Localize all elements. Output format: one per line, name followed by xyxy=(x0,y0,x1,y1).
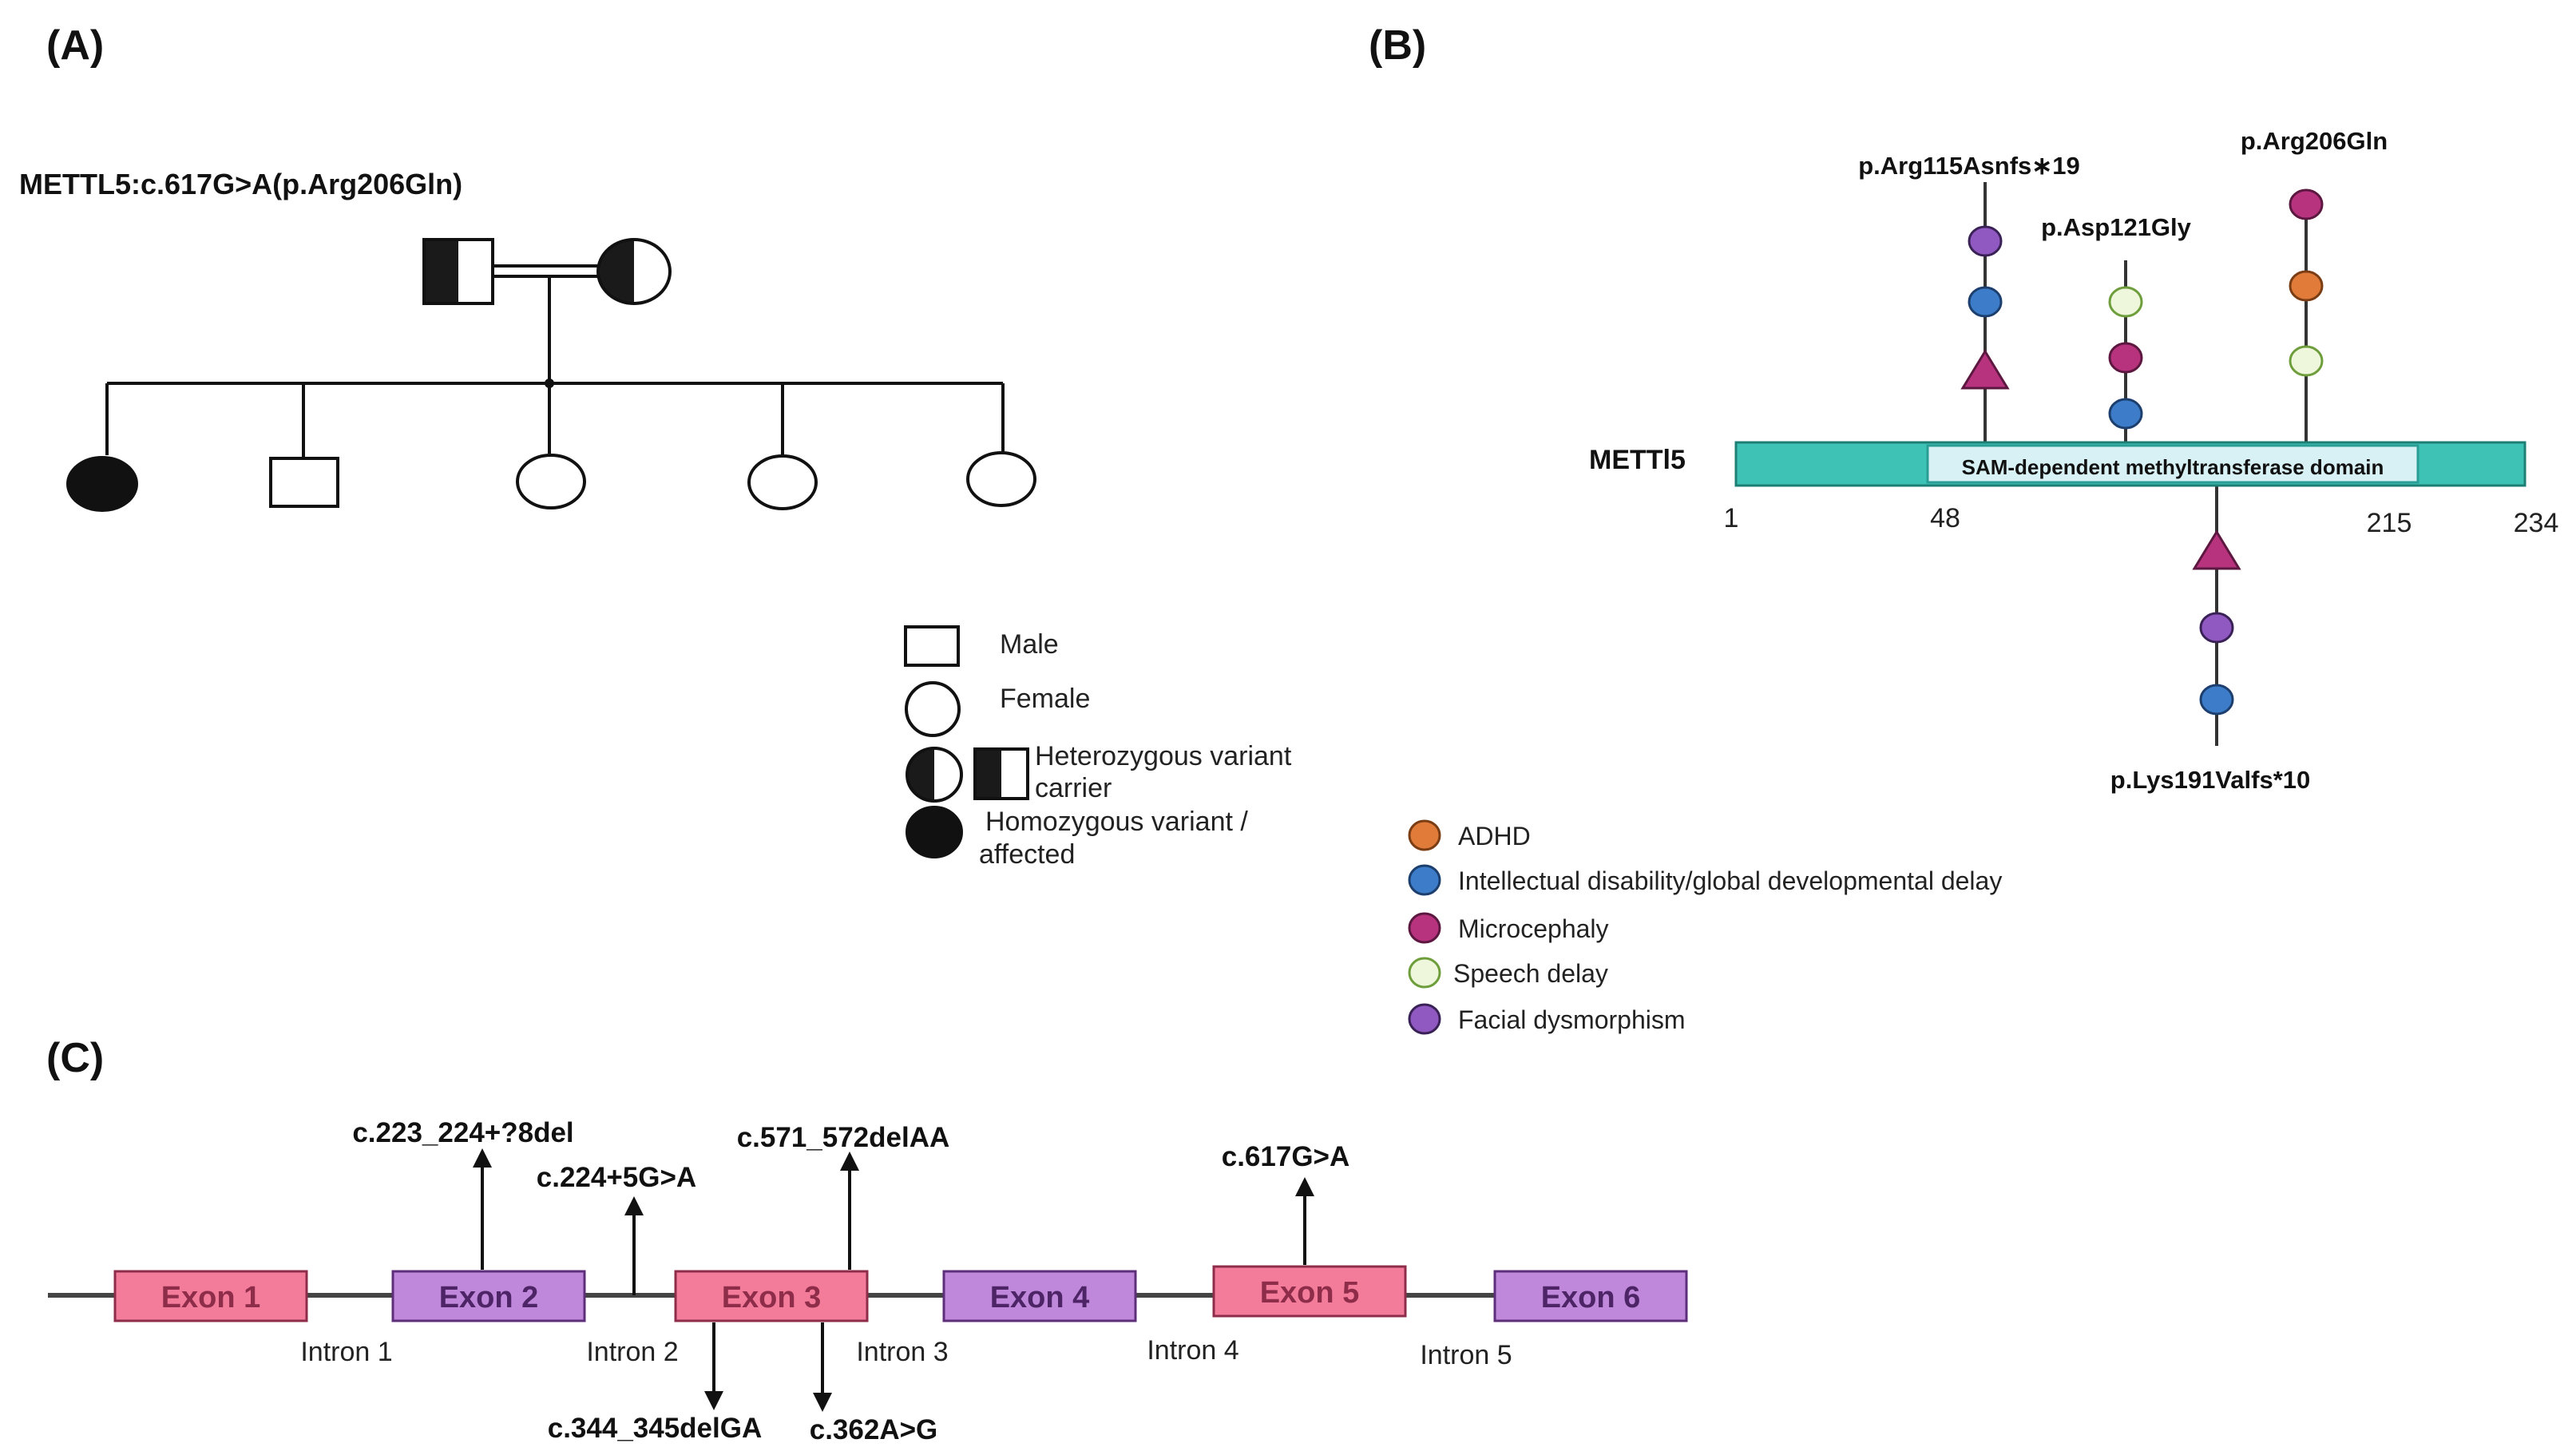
variant-c224-label: c.224+5G>A xyxy=(537,1162,696,1193)
variant-label-arg115: p.Arg115Asnfs∗19 xyxy=(1858,152,2080,180)
position-label-1: 1 xyxy=(1724,503,1739,533)
legend-heterozygous-female-symbol xyxy=(906,747,963,803)
legend-heterozygous-male-symbol xyxy=(973,747,1029,800)
legend-female-label: Female xyxy=(1000,684,1090,714)
marker-facial-dysmorphism xyxy=(1968,225,2003,257)
legend-adhd-label: ADHD xyxy=(1458,822,1531,850)
domain-label: SAM-dependent methyltransferase domain xyxy=(1962,455,2384,479)
exon-4-label: Exon 4 xyxy=(990,1281,1090,1314)
exon-6-box xyxy=(1493,1270,1688,1322)
panel-b-label: (B) xyxy=(1369,22,1426,69)
intron-5-label: Intron 5 xyxy=(1420,1340,1512,1370)
panel-a-label: (A) xyxy=(46,22,104,69)
pedigree-legend: Male Female Heterozygous variant carrier… xyxy=(904,625,1292,870)
variant-label-arg206: p.Arg206Gln xyxy=(2241,127,2388,155)
marker-microcephaly xyxy=(2108,342,2143,374)
marker-intellectual-disability xyxy=(2108,398,2143,430)
mother-heterozygous-carrier xyxy=(596,238,672,305)
exon-4-box xyxy=(942,1270,1137,1322)
exon-6-label: Exon 6 xyxy=(1541,1281,1641,1314)
child-4-unaffected-female xyxy=(747,454,818,510)
panel-c: (C) Exon 1 Exon 2 Exon 3 Exon 4 Exon 5 E… xyxy=(46,1035,1688,1445)
legend-heterozygous-label-line1: Heterozygous variant xyxy=(1035,741,1292,771)
legend-homozygous-label-line1: Homozygous variant / xyxy=(985,807,1248,837)
intron-3-label: Intron 3 xyxy=(856,1337,948,1367)
variant-label-asp121: p.Asp121Gly xyxy=(2041,213,2192,241)
legend-homozygous-label-line2: affected xyxy=(979,839,1075,870)
variant-c223-label: c.223_224+?8del xyxy=(352,1117,573,1148)
legend-microcephaly-label: Microcephaly xyxy=(1458,914,1609,943)
exon-3-label: Exon 3 xyxy=(722,1281,822,1314)
father-heterozygous-carrier xyxy=(422,238,494,305)
marker-adhd xyxy=(2289,270,2324,302)
panel-a: (A) METTL5:c.617G>A(p.Arg206Gln) xyxy=(19,22,1292,870)
marker-speech-delay xyxy=(2108,286,2143,318)
protein-name: METTl5 xyxy=(1589,445,1686,475)
legend-female-symbol xyxy=(905,681,961,737)
position-label-234: 234 xyxy=(2514,508,2559,538)
exon-3-box xyxy=(674,1270,869,1322)
legend-intellectual-swatch xyxy=(1408,864,1441,896)
intron-2-label: Intron 2 xyxy=(586,1337,678,1367)
exon-5-box xyxy=(1212,1265,1407,1318)
child-2-unaffected-male xyxy=(269,457,339,508)
exon-1-box xyxy=(113,1270,308,1322)
exon-1-label: Exon 1 xyxy=(161,1281,261,1314)
child-1-affected-female xyxy=(66,456,138,512)
variant-c362-label: c.362A>G xyxy=(810,1414,938,1445)
panel-b: (B) METTl5 SAM-dependent methyltransfera… xyxy=(1369,22,2559,1035)
legend-speech-label: Speech delay xyxy=(1453,959,1608,988)
legend-facial-label: Facial dysmorphism xyxy=(1458,1005,1686,1034)
exon-2-box xyxy=(391,1270,586,1322)
pedigree-variant-title: METTL5:c.617G>A(p.Arg206Gln) xyxy=(19,168,462,200)
legend-microcephaly-swatch xyxy=(1408,912,1441,944)
variant-c571-label: c.571_572delAA xyxy=(737,1122,950,1153)
legend-homozygous-symbol xyxy=(906,806,963,858)
variant-c617-label: c.617G>A xyxy=(1222,1141,1350,1172)
panel-c-label: (C) xyxy=(46,1035,104,1081)
marker-triangle-microcephaly xyxy=(1960,349,2010,390)
marker-triangle-microcephaly xyxy=(2192,529,2241,570)
phenotype-legend: ADHD Intellectual disability/global deve… xyxy=(1408,819,2002,1035)
legend-male-label: Male xyxy=(1000,629,1059,660)
child-3-unaffected-female xyxy=(516,454,586,509)
marker-intellectual-disability xyxy=(1968,286,2003,318)
marker-speech-delay xyxy=(2289,345,2324,377)
legend-heterozygous-label-line2: carrier xyxy=(1035,773,1112,803)
legend-speech-swatch xyxy=(1408,957,1441,989)
intron-4-label: Intron 4 xyxy=(1147,1335,1238,1366)
child-5-unaffected-female xyxy=(966,451,1036,507)
exon-2-label: Exon 2 xyxy=(439,1281,539,1314)
legend-male-symbol xyxy=(904,625,960,667)
position-label-48: 48 xyxy=(1930,503,1960,533)
methyltransferase-domain xyxy=(1926,444,2419,484)
legend-facial-swatch xyxy=(1408,1003,1441,1035)
intron-1-label: Intron 1 xyxy=(300,1337,392,1367)
variant-c344-label: c.344_345delGA xyxy=(548,1413,763,1444)
position-label-215: 215 xyxy=(2367,508,2412,538)
variant-label-lys191: p.Lys191Valfs*10 xyxy=(2110,766,2310,794)
legend-adhd-swatch xyxy=(1408,819,1441,851)
marker-microcephaly xyxy=(2289,188,2324,220)
marker-intellectual-disability xyxy=(2199,684,2234,716)
marker-facial-dysmorphism xyxy=(2199,612,2234,644)
legend-intellectual-label: Intellectual disability/global developme… xyxy=(1458,866,2002,895)
exon-5-label: Exon 5 xyxy=(1260,1276,1360,1310)
